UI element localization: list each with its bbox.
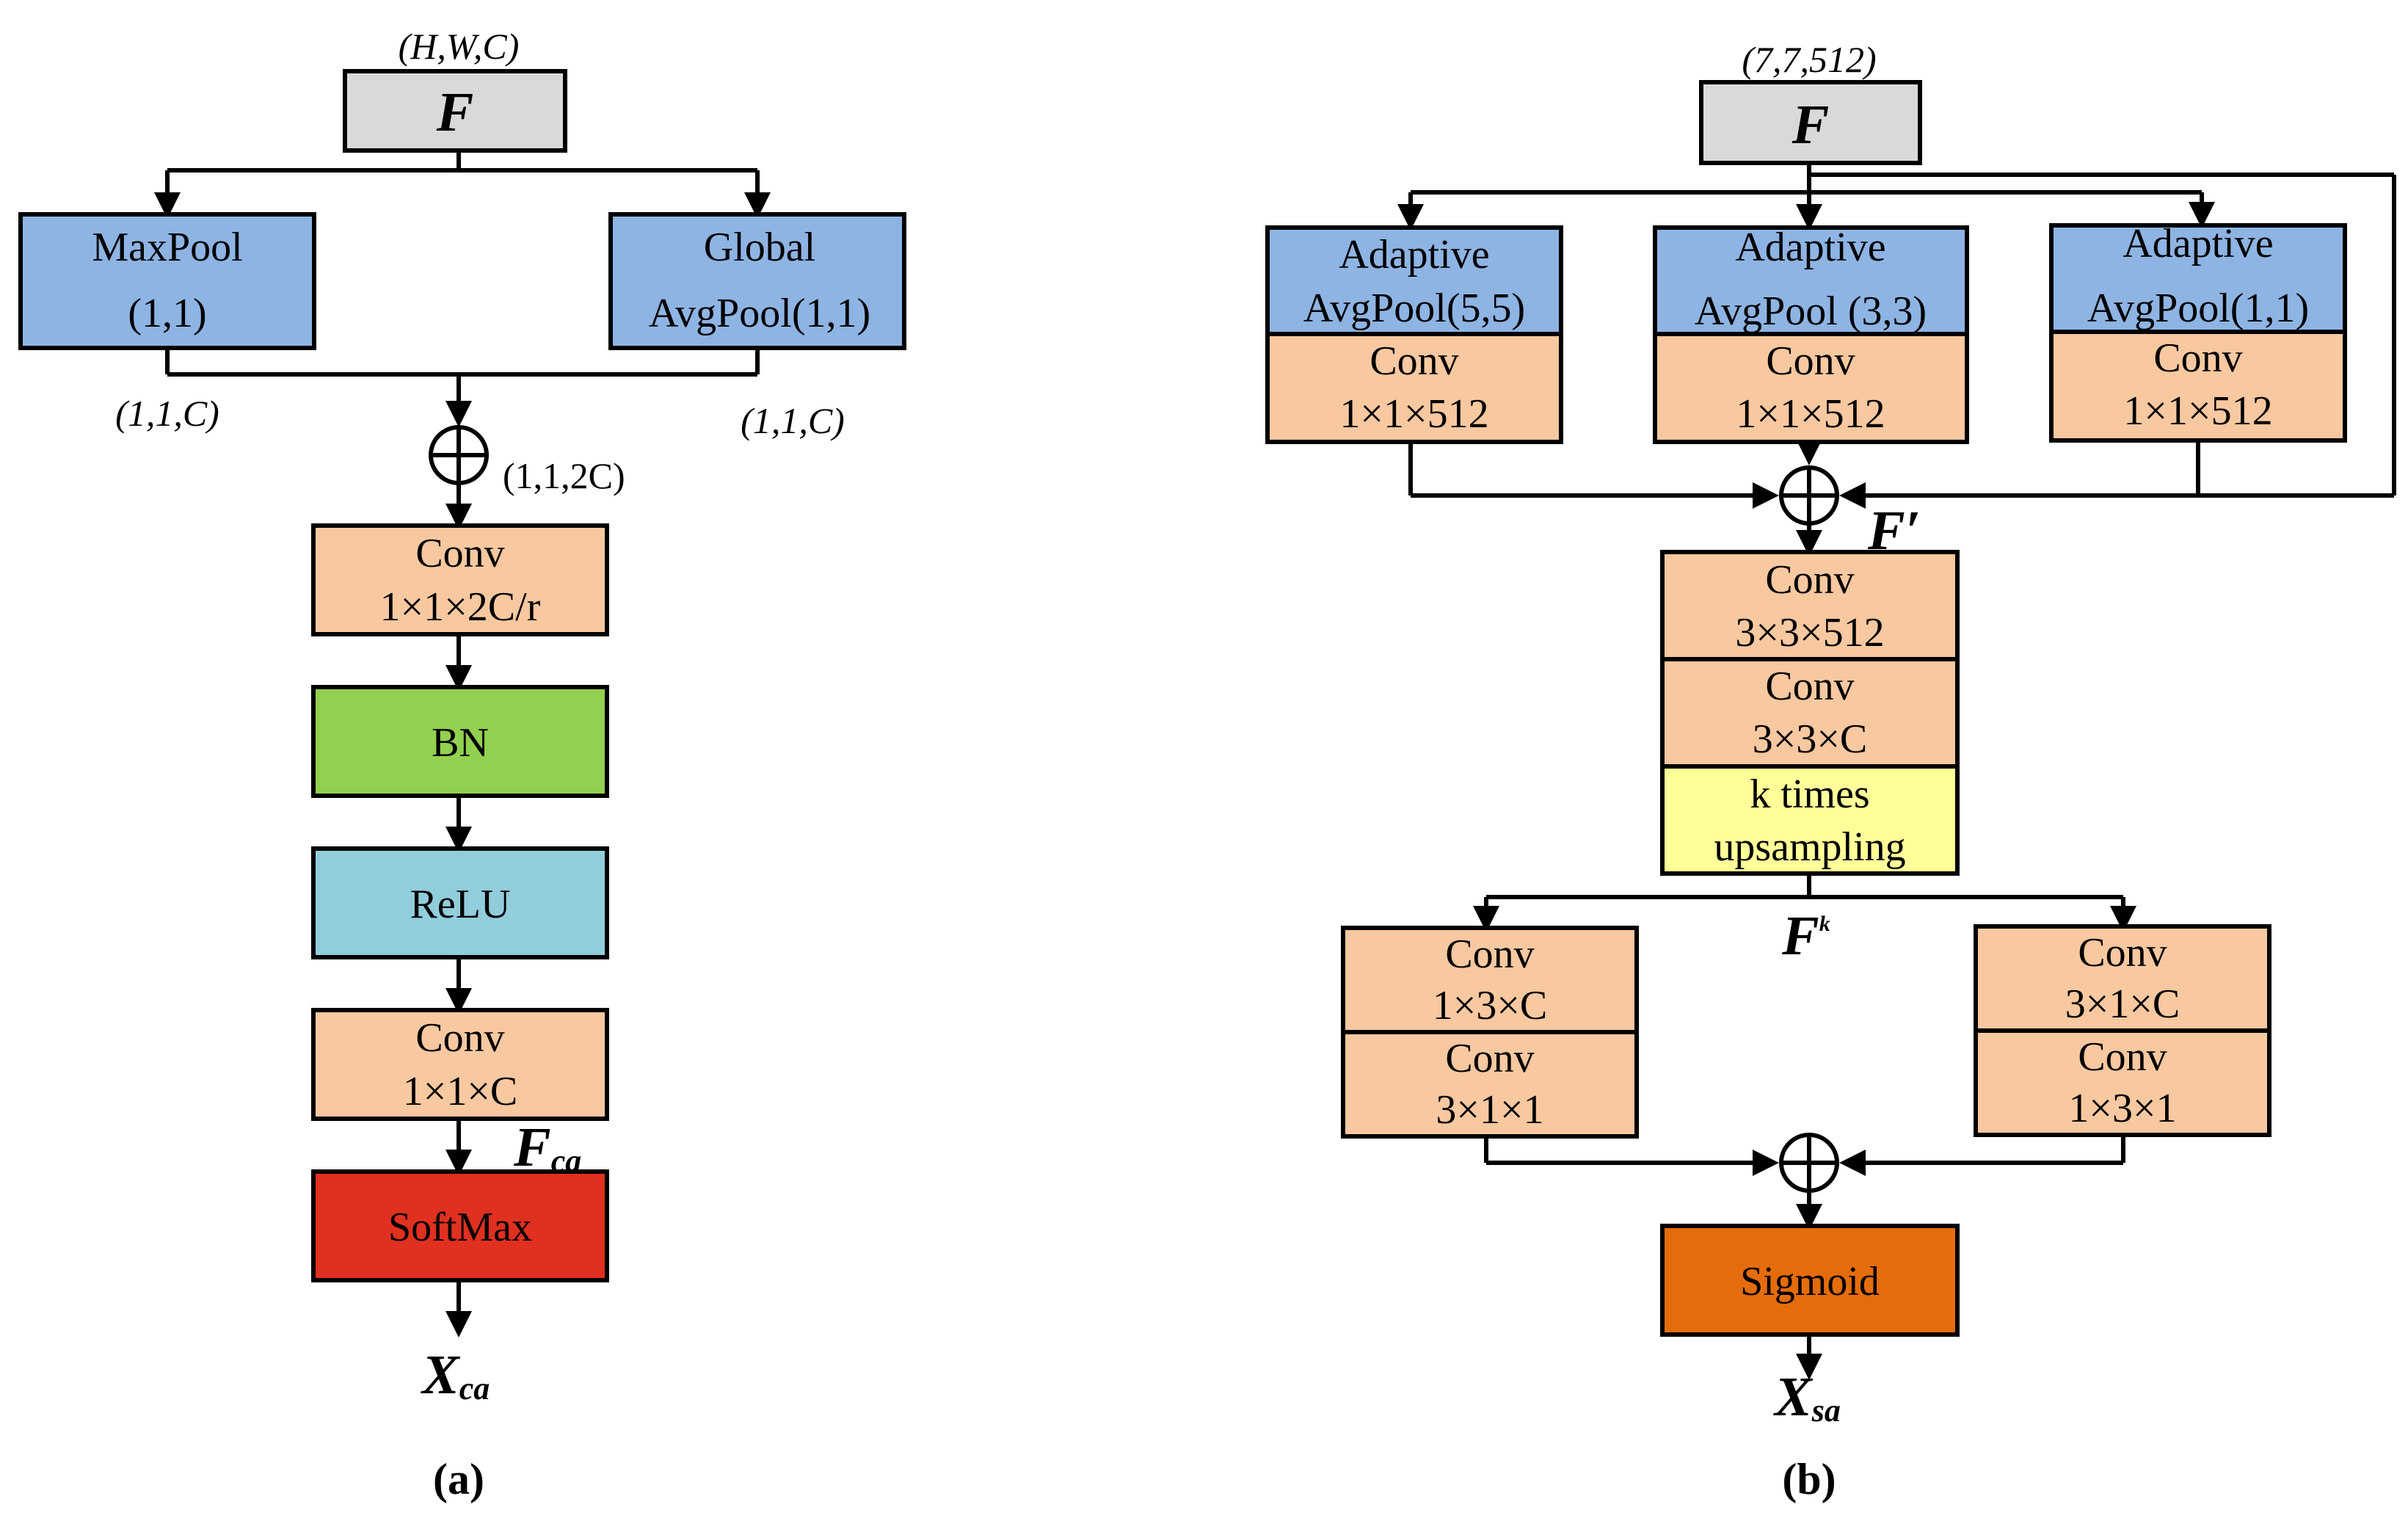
- conv2-box: [311, 1008, 609, 1121]
- global-avgpool-line1: Global: [704, 225, 815, 270]
- panel-a: (H,W,C) F MaxPool (1,1) Global AvgPool(1…: [18, 26, 906, 1503]
- pool-5-conv-box: [1265, 332, 1563, 444]
- left-pool-shape-label: (1,1,C): [115, 393, 219, 434]
- pool-1-conv-line2: 1×1×512: [2123, 388, 2272, 434]
- pool-3-conv-line1: Conv: [1766, 338, 1855, 384]
- concat-shape-label: (1,1,2C): [503, 455, 625, 496]
- right-pool-shape-label: (1,1,C): [741, 400, 845, 441]
- fk-label: Fk: [1781, 905, 1830, 967]
- left-conv-3x1x1-box: [1341, 1030, 1639, 1139]
- adaptive-pool-5-line2: AvgPool(5,5): [1303, 286, 1525, 331]
- left-conv-1x3xc-line2: 1×3×C: [1433, 983, 1548, 1028]
- b-input-box: [1699, 80, 1922, 165]
- sum-icon: [1779, 465, 1839, 526]
- input-shape-label: (H,W,C): [399, 26, 520, 67]
- bn-box: [311, 685, 609, 798]
- adaptive-pool-1-line1: Adaptive: [2123, 221, 2273, 266]
- upsampling-line1: k times: [1750, 772, 1869, 817]
- left-conv-1x3xc-line1: Conv: [1445, 932, 1534, 977]
- conv-3x3xc-line2: 3×3×C: [1753, 716, 1868, 762]
- maxpool-box: [18, 212, 316, 350]
- input-label: F: [436, 81, 474, 143]
- right-conv-1x3x1-box: [1974, 1028, 2271, 1137]
- left-conv-3x1x1-line2: 3×1×1: [1436, 1087, 1543, 1133]
- adaptive-pool-3-line2: AvgPool (3,3): [1695, 288, 1927, 334]
- conv1-box: [311, 523, 609, 636]
- sigmoid-label: Sigmoid: [1740, 1259, 1880, 1304]
- relu-box: [311, 846, 609, 959]
- right-conv-3x1xc-line2: 3×1×C: [2065, 981, 2180, 1027]
- softmax-label: SoftMax: [388, 1205, 532, 1250]
- softmax-box: [311, 1169, 609, 1282]
- adaptive-pool-3-box: [1653, 225, 1969, 336]
- caption-b: (b): [1782, 1455, 1836, 1503]
- right-conv-3x1xc-line1: Conv: [2078, 930, 2167, 976]
- pool-1-conv-line1: Conv: [2153, 335, 2242, 381]
- right-conv-1x3x1-line2: 1×3×1: [2068, 1086, 2176, 1131]
- conv-3x3x512-line2: 3×3×512: [1735, 610, 1884, 656]
- bn-label: BN: [432, 720, 489, 766]
- conv-3x3x512-box: [1660, 550, 1960, 661]
- right-conv-1x3x1-line1: Conv: [2078, 1034, 2167, 1080]
- left-conv-3x1x1-line1: Conv: [1445, 1036, 1534, 1081]
- caption-a: (a): [433, 1455, 484, 1503]
- conv1-line2: 1×1×2C/r: [380, 584, 541, 630]
- pool-3-conv-line2: 1×1×512: [1736, 391, 1885, 437]
- panel-b: (7,7,512) F Adaptive AvgPool(5,5) Conv 1…: [1265, 39, 2396, 1503]
- maxpool-line2: (1,1): [128, 291, 206, 336]
- sigmoid-box: [1660, 1224, 1960, 1337]
- conv-3x3x512-line1: Conv: [1765, 557, 1854, 603]
- adaptive-pool-5-line1: Adaptive: [1339, 232, 1489, 277]
- upsampling-line2: upsampling: [1714, 824, 1905, 870]
- b-input-label: F: [1792, 94, 1830, 156]
- right-conv-3x1xc-box: [1974, 924, 2271, 1033]
- conv1-line1: Conv: [415, 531, 504, 576]
- panel-a-connectors: [154, 150, 771, 1337]
- left-conv-1x3xc-box: [1341, 926, 1639, 1034]
- xsa-output-label: Xsa: [1773, 1366, 1841, 1429]
- input-box: [343, 69, 567, 153]
- pool-5-conv-line1: Conv: [1369, 338, 1458, 384]
- panel-b-connectors: [1397, 163, 2396, 1380]
- b-input-shape-label: (7,7,512): [1742, 39, 1876, 80]
- adaptive-pool-5-box: [1265, 225, 1563, 336]
- xca-output-label: Xca: [421, 1344, 490, 1406]
- sum-icon-2: [1779, 1133, 1839, 1193]
- pool-1-conv-box: [2049, 330, 2347, 443]
- adaptive-pool-1-line2: AvgPool(1,1): [2087, 286, 2309, 331]
- concat-icon: [429, 425, 489, 485]
- upsampling-box: [1660, 764, 1960, 876]
- global-avgpool-line2: AvgPool(1,1): [649, 291, 870, 336]
- global-avgpool-box: [608, 212, 906, 350]
- conv2-line2: 1×1×C: [403, 1069, 518, 1114]
- adaptive-pool-3-line1: Adaptive: [1735, 225, 1885, 270]
- pool-3-conv-box: [1653, 332, 1969, 444]
- pool-5-conv-line2: 1×1×512: [1339, 391, 1488, 437]
- relu-label: ReLU: [410, 882, 511, 927]
- maxpool-line1: MaxPool: [92, 225, 242, 270]
- conv-3x3xc-line1: Conv: [1765, 664, 1854, 709]
- conv2-line1: Conv: [415, 1015, 504, 1061]
